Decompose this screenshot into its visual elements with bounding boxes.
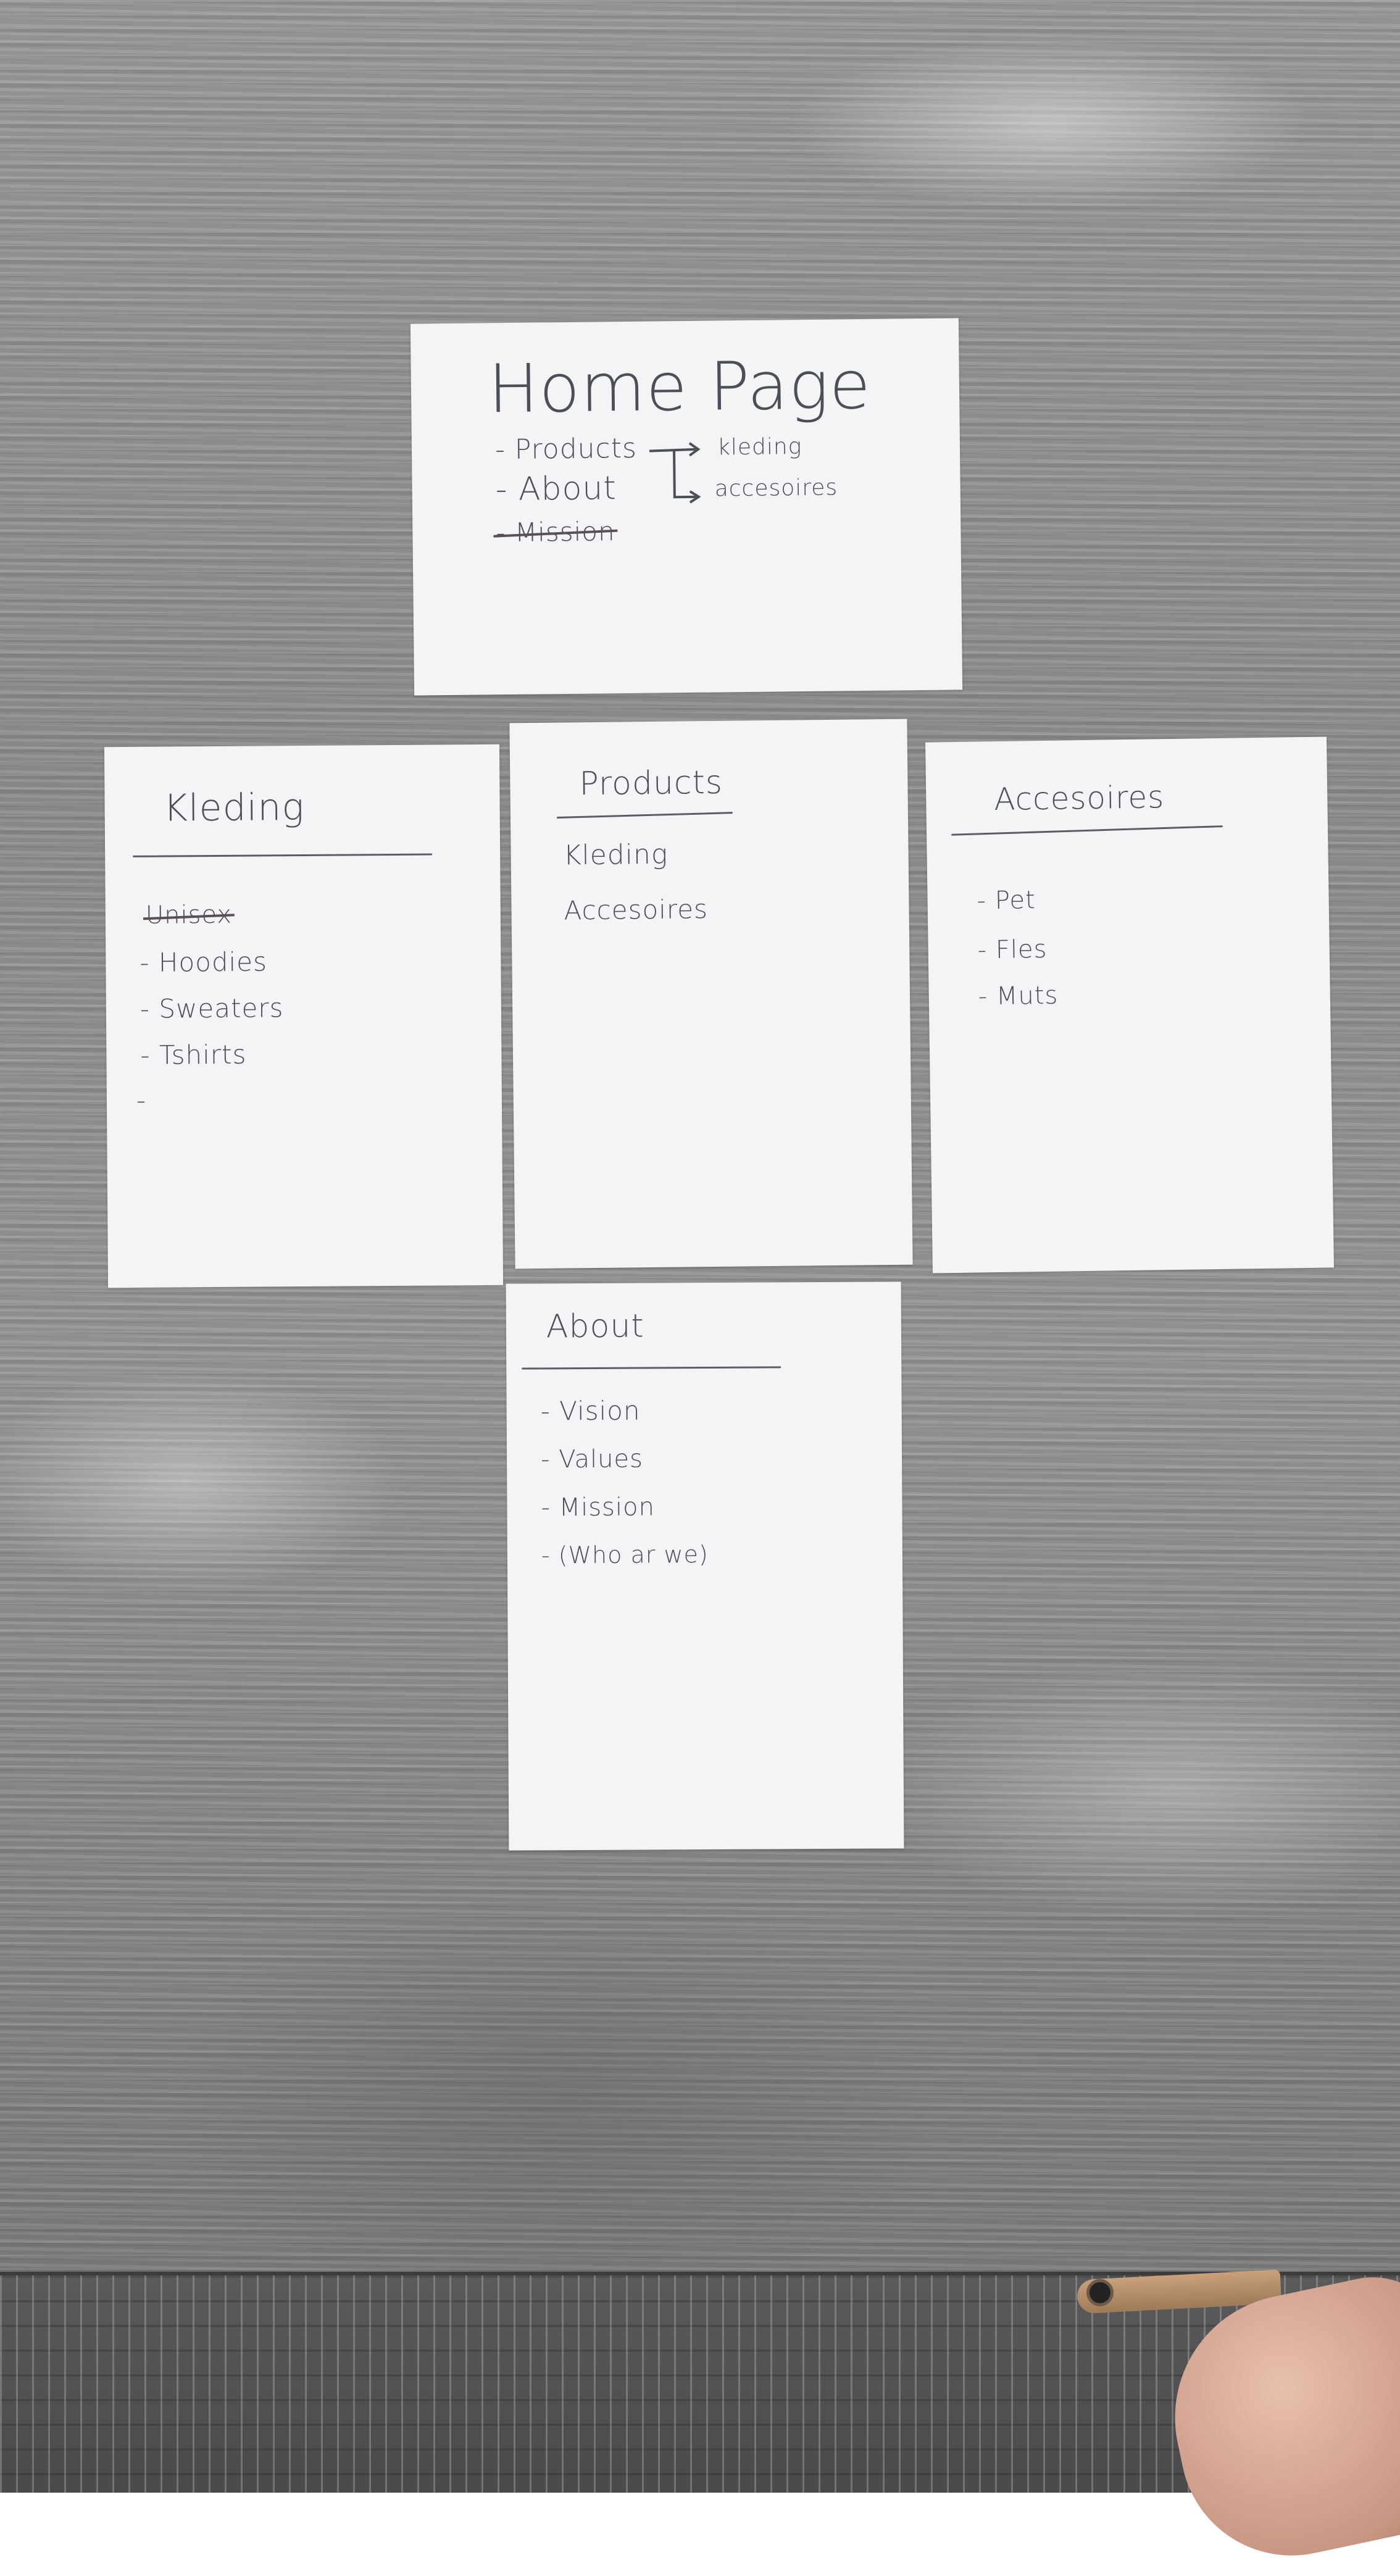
home-item-mission: - Mission: [496, 516, 615, 548]
kleding-item-tshirts: - Tshirts: [140, 1039, 247, 1070]
products-item-kleding: Kleding: [563, 838, 669, 872]
accesoires-underline: [951, 825, 1223, 836]
products-underline: [556, 812, 733, 819]
home-link-accesoires: accesoires: [714, 475, 838, 502]
about-item-values: - Values: [540, 1444, 644, 1474]
about-item-who: - (Who ar we): [541, 1540, 709, 1569]
about-item-mission: - Mission: [541, 1493, 656, 1522]
products-title: Products: [579, 764, 723, 803]
kleding-item-empty: -: [136, 1085, 147, 1115]
accesoires-item-muts: - Muts: [978, 981, 1059, 1011]
home-page-title: Home Page: [488, 346, 872, 428]
floor-mat: [0, 2272, 1400, 2493]
home-page-card: Home Page - Products - About - Mission k…: [410, 318, 963, 696]
kleding-card: Kleding Unisex - Hoodies - Sweaters - Ts…: [104, 744, 504, 1288]
arrow-connector-icon: [649, 442, 701, 504]
kleding-title: Kleding: [163, 785, 305, 830]
about-underline: [522, 1366, 781, 1370]
about-item-vision: - Vision: [540, 1395, 641, 1427]
camera-lens-icon: [1086, 2279, 1114, 2306]
products-item-accesoires: Accesoires: [564, 894, 709, 926]
about-title: About: [546, 1307, 644, 1346]
home-item-about: - About: [495, 470, 617, 509]
kleding-underline: [133, 853, 433, 857]
accesoires-card: Accesoires - Pet - Fles - Muts: [925, 736, 1334, 1273]
products-card: Products Kleding Accesoires: [509, 719, 913, 1269]
accesoires-item-pet: - Pet: [977, 886, 1036, 915]
accesoires-title: Accesoires: [993, 779, 1165, 818]
about-card: About - Vision - Values - Mission - (Who…: [506, 1282, 904, 1851]
kleding-item-hoodies: - Hoodies: [140, 946, 268, 978]
home-link-kleding: kleding: [717, 434, 802, 461]
home-item-products: - Products: [494, 432, 638, 466]
accesoires-item-fles: - Fles: [977, 935, 1048, 965]
kleding-struck-item: Unisex: [145, 900, 233, 930]
kleding-item-sweaters: - Sweaters: [140, 993, 284, 1024]
